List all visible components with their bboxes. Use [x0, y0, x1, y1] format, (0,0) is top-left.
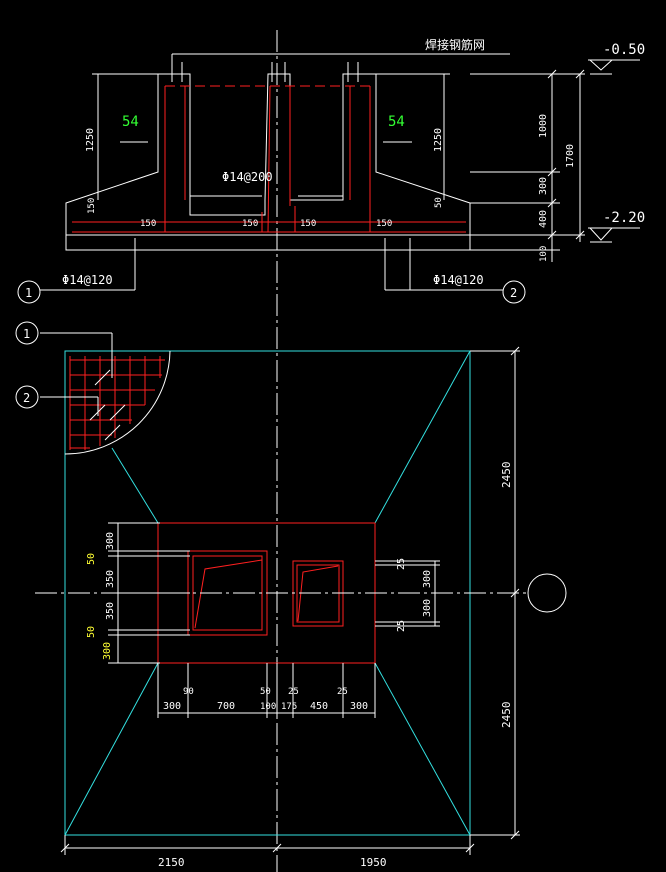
dim-bottom-300b: 300: [350, 701, 368, 712]
dim-left-300a: 300: [105, 532, 116, 550]
dim-left-150: 150: [87, 198, 97, 214]
dim-bottom-top-90: 90: [183, 687, 194, 697]
dim-right-300b: 300: [422, 599, 433, 617]
slope-lines: [64, 350, 471, 836]
dim-width-right: 1950: [360, 856, 387, 869]
dim-right-100: 100: [539, 246, 549, 262]
dim-bottom-top-50: 50: [260, 687, 271, 697]
dim-bottom-450: 450: [310, 701, 328, 712]
dim-left-1250: 1250: [85, 128, 96, 152]
dim-bottom-top-25a: 25: [288, 687, 299, 697]
dim-right-1000: 1000: [538, 114, 549, 138]
dim-right-300: 300: [538, 177, 549, 195]
dim-bottom-150d: 150: [376, 219, 392, 229]
dim-right-300a: 300: [422, 570, 433, 588]
dim-left-50a: 50: [86, 553, 97, 565]
section-callout-1-circle[interactable]: [17, 280, 41, 304]
callout-left-number: 1: [25, 286, 32, 300]
cushion-layer: [65, 234, 471, 251]
dim-bottom-150b: 150: [242, 219, 258, 229]
plan-bottom-dims: [60, 663, 475, 855]
plan-callout-1-circle[interactable]: [15, 321, 39, 345]
section-right-dims: [470, 59, 640, 262]
section-callout-2-circle[interactable]: [502, 280, 526, 304]
callout-right-number: 2: [510, 286, 517, 300]
mesh-clip-arc: [64, 350, 171, 455]
right-tag: 54: [388, 114, 405, 130]
left-tag: 54: [122, 114, 139, 130]
section-view: [17, 30, 640, 872]
elevation-top: -0.50: [603, 42, 645, 58]
dim-height-top: 2450: [500, 462, 513, 489]
axis-bubble[interactable]: [527, 573, 567, 613]
plan-callout-2-circle[interactable]: [15, 385, 39, 409]
plan-callout-2: 2: [23, 391, 30, 405]
dim-left-50b: 50: [86, 626, 97, 638]
dim-left-350b: 350: [105, 602, 116, 620]
dim-bottom-top-25b: 25: [337, 687, 348, 697]
dim-bottom-175: 175: [281, 702, 297, 712]
socket-right-mark: [297, 565, 339, 622]
elevation-bottom: -2.20: [603, 210, 645, 226]
rebar-mesh-corner: [69, 356, 165, 450]
anchor-bars: [171, 53, 510, 82]
dim-left-300b: 300: [102, 642, 113, 660]
rebar-right-label: Φ14@120: [433, 273, 484, 287]
rebar-left-label: Φ14@120: [62, 273, 113, 287]
rebar-top-label: Φ14@200: [222, 170, 273, 184]
dim-left-350a: 350: [105, 570, 116, 588]
mesh-note: 焊接钢筋网: [425, 37, 485, 52]
dim-right-50: 50: [434, 197, 444, 208]
dim-width-left: 2150: [158, 856, 185, 869]
plan-text: 1 2 300 50 350 350 50 300 25 300 300 25 …: [23, 327, 513, 869]
plan-callout-1: 1: [23, 327, 30, 341]
dim-bottom-700: 700: [217, 701, 235, 712]
socket-left-mark: [194, 559, 263, 629]
dim-bottom-150a: 150: [140, 219, 156, 229]
dim-right-1700: 1700: [565, 144, 576, 168]
section-rebar: [72, 85, 466, 233]
dim-bottom-300a: 300: [163, 701, 181, 712]
section-leaders: [40, 73, 503, 291]
dim-height-bottom: 2450: [500, 702, 513, 729]
dim-right-25a: 25: [396, 558, 407, 570]
plan-leaders: [40, 332, 126, 441]
dim-right-1250: 1250: [433, 128, 444, 152]
section-text: 焊接钢筋网 -0.50 -2.20 54 54 Φ14@200 Φ14@120 …: [25, 37, 645, 300]
plan-left-dims: [108, 522, 190, 664]
plan-view: [15, 321, 567, 855]
dim-bottom-100: 100: [260, 702, 276, 712]
dim-bottom-150c: 150: [300, 219, 316, 229]
dim-right-25b: 25: [396, 620, 407, 632]
plan-right-dims: [375, 346, 520, 840]
dim-right-400: 400: [538, 210, 549, 228]
